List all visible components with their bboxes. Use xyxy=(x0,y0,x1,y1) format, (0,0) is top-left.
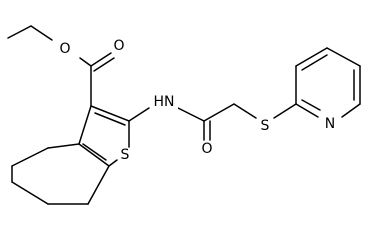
molecule-structure-diagram: O O HN O S N S xyxy=(7,25,361,205)
bond-py-inner-n-c2 xyxy=(301,99,321,111)
bond-py-c6-n xyxy=(341,103,361,118)
bond-ch2-s xyxy=(233,103,257,119)
mask-ester-ether-oxygen xyxy=(57,41,71,57)
bond-py-n-c2 xyxy=(295,103,319,118)
bond-s-c7a xyxy=(108,159,118,167)
bond-amide-c-ch2 xyxy=(203,103,235,122)
bond-group xyxy=(7,25,361,205)
atom-label-group: O O HN O S N S xyxy=(57,38,338,164)
bond-py-c3-c4-a xyxy=(295,47,328,67)
bond-c6-c7 xyxy=(11,181,49,205)
label-amide-carbonyl-oxygen: O xyxy=(201,141,212,157)
mask-pyridine-nitrogen xyxy=(322,116,338,132)
bond-s-pyridine xyxy=(273,103,297,119)
bond-c7a-c7a-link xyxy=(87,165,110,205)
bond-py-inner-c3-c4 xyxy=(301,54,328,71)
bond-c4-c5 xyxy=(11,147,49,167)
bond-c7a-c3a-double-a xyxy=(78,143,110,167)
mask-thiophene-sulfur xyxy=(118,148,132,164)
label-ester-ether-oxygen: O xyxy=(59,41,70,57)
label-thiophene-sulfur: S xyxy=(121,147,130,163)
bond-ethyl-ch2-o xyxy=(30,25,53,41)
label-carbonyl-oxygen-ester: O xyxy=(113,38,124,54)
label-amide-nitrogen: HN xyxy=(154,94,175,110)
bond-py-c4-c5 xyxy=(326,47,361,67)
label-pyridine-nitrogen: N xyxy=(325,116,335,132)
bond-c3a-c3 xyxy=(78,105,92,145)
bond-ester-o-carbonyl xyxy=(79,57,92,67)
bond-c3-c2-double-a xyxy=(90,105,130,122)
bond-ethyl-ch3-ch2 xyxy=(7,25,32,39)
bond-ester-carbonyl-double-a xyxy=(90,52,112,67)
mask-carbonyl-oxygen-ester xyxy=(113,38,127,54)
bond-c3a-c4 xyxy=(47,143,80,149)
bond-ester-carbonyl-double-b xyxy=(93,57,115,72)
bond-nh-amide-c xyxy=(177,107,205,122)
mask-amide-carbonyl-oxygen xyxy=(200,141,214,157)
bond-c7a-c3a-double-b xyxy=(82,143,107,161)
mask-amide-nitrogen xyxy=(150,94,178,110)
label-thioether-sulfur: S xyxy=(261,118,270,134)
bond-c3-c2-double-b xyxy=(94,112,126,126)
bond-c2-nh xyxy=(128,107,150,122)
mask-thioether-sulfur xyxy=(257,119,271,135)
